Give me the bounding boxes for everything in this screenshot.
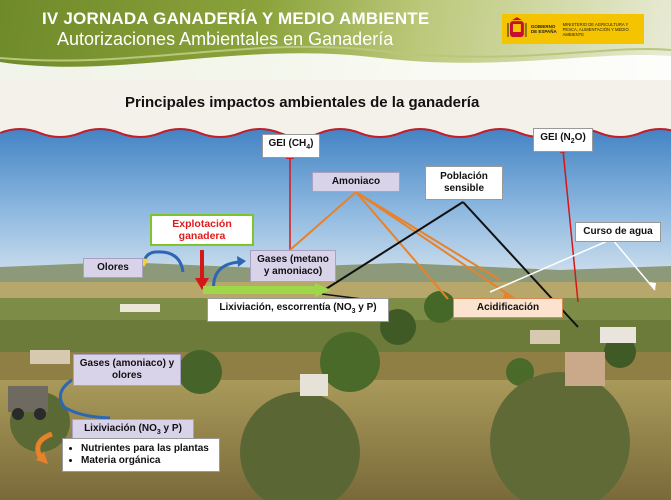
amoniaco-label: Amoniaco (312, 172, 400, 192)
header-banner: IV JORNADA GANADERÍA Y MEDIO AMBIENTE Au… (0, 0, 671, 80)
gases-amoniaco-olores-label: Gases (amoniaco) y olores (73, 354, 181, 386)
landscape-scene: GEI (CH4) GEI (N2O) Amoniaco Población s… (0, 122, 671, 500)
slide-title: Principales impactos ambientales de la g… (125, 94, 480, 111)
government-logo: GOBIERNO DE ESPAÑA MINISTERIO DE AGRICUL… (502, 14, 644, 44)
leaching-flow-arrow (203, 283, 331, 297)
poblacion-sensible-label: Población sensible (425, 166, 503, 200)
acidificacion-label: Acidificación (453, 298, 563, 318)
coat-of-arms-icon (506, 17, 527, 37)
event-subtitle: Autorizaciones Ambientales en Ganadería (57, 29, 394, 49)
gei-ch4-label: GEI (CH4) (262, 134, 320, 158)
gases-metano-amoniaco-label: Gases (metano y amoniaco) (250, 250, 336, 282)
materia-organica-item: Materia orgánica (81, 455, 213, 467)
nutrientes-item: Nutrientes para las plantas (81, 443, 213, 455)
header-wave-decoration (0, 45, 671, 80)
gobierno-label: GOBIERNO DE ESPAÑA (530, 24, 557, 34)
lixiviacion-escorrentia-label: Lixiviación, escorrentía (NO3 y P) (207, 298, 389, 322)
gei-n2o-label: GEI (N2O) (533, 128, 593, 152)
nutrientes-box: Nutrientes para las plantas Materia orgá… (62, 438, 220, 472)
event-title: IV JORNADA GANADERÍA Y MEDIO AMBIENTE (42, 9, 430, 28)
explotacion-ganadera-label: Explotación ganadera (150, 214, 254, 246)
ministerio-label: MINISTERIO DE AGRICULTURA Y PESCA, ALIME… (562, 21, 629, 37)
curso-de-agua-label: Curso de agua (575, 222, 661, 242)
olores-label: Olores (83, 258, 143, 278)
